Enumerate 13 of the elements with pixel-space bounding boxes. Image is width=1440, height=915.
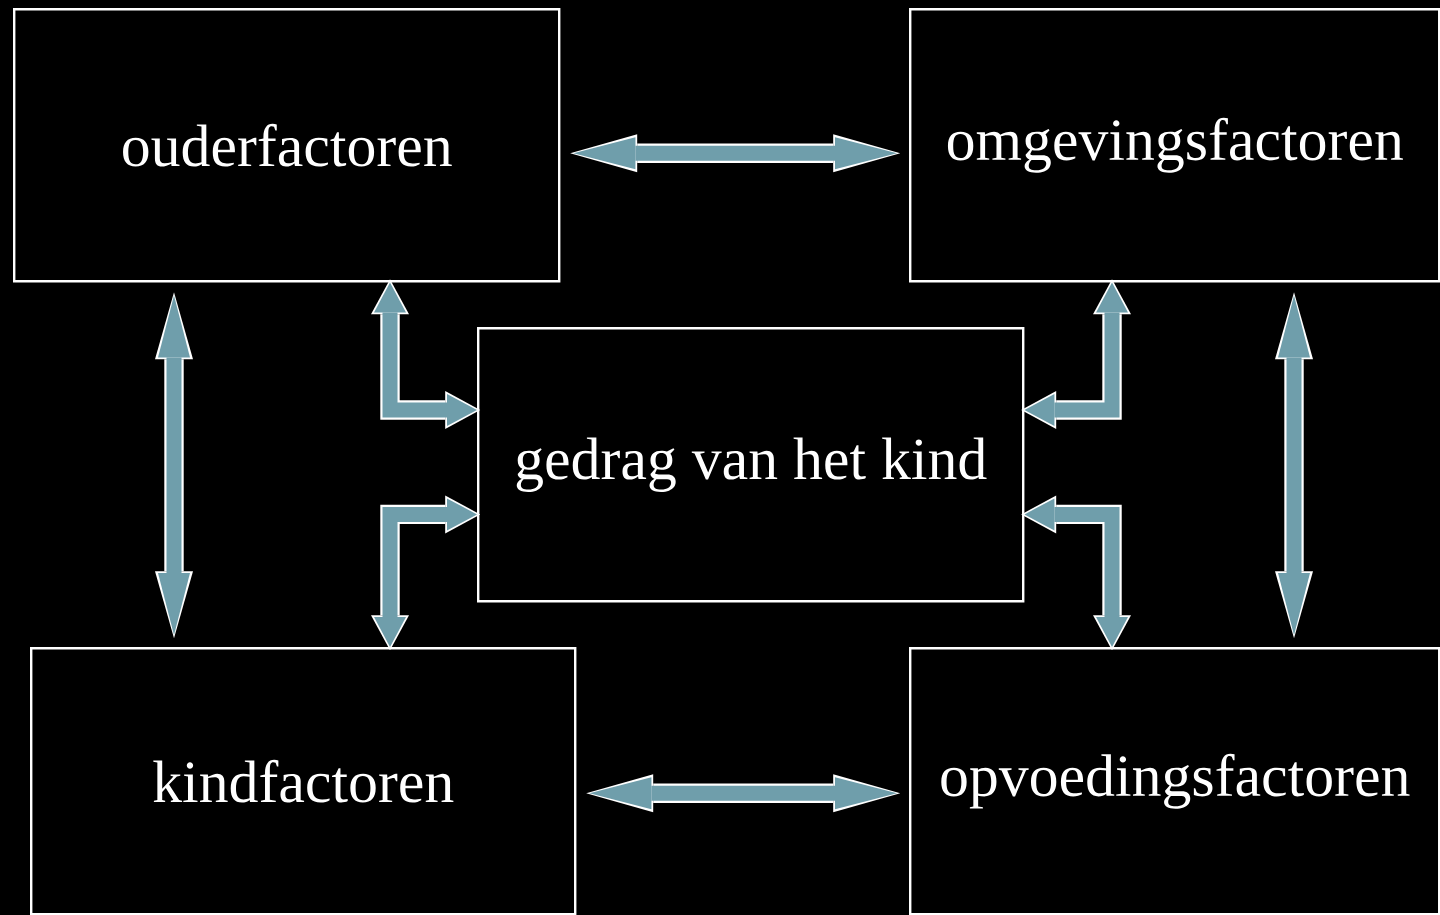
factor-box: kindfactoren xyxy=(30,647,577,915)
block-arrow xyxy=(371,279,481,429)
block-arrow xyxy=(586,774,901,813)
factor-box: gedrag van het kind xyxy=(477,327,1025,603)
block-arrow xyxy=(570,134,901,173)
block-arrow xyxy=(1021,279,1131,429)
block-arrow xyxy=(155,292,193,639)
factor-box: omgevingsfactoren xyxy=(909,8,1440,283)
factor-box: opvoedingsfactoren xyxy=(909,647,1440,915)
factor-box: ouderfactoren xyxy=(13,8,561,283)
block-arrow xyxy=(1275,292,1313,639)
block-arrow xyxy=(371,495,481,651)
block-arrow xyxy=(1021,495,1131,651)
